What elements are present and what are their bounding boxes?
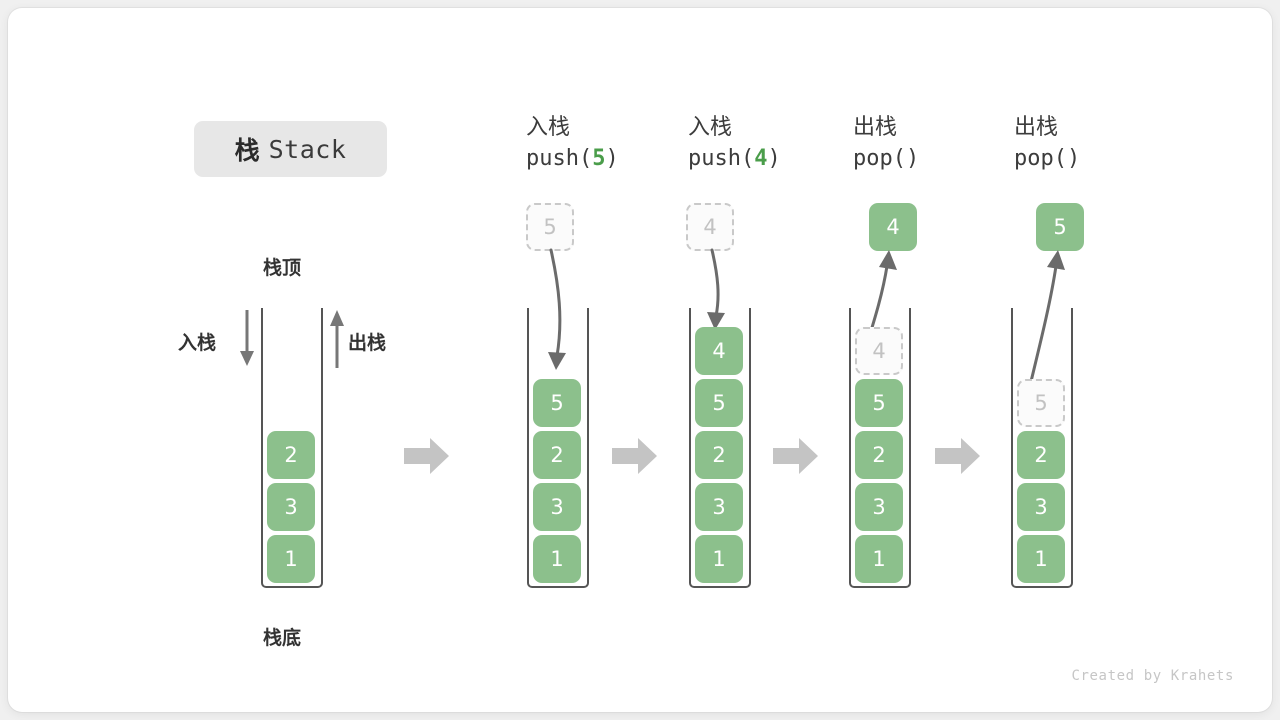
- stack-element: 1: [1017, 535, 1065, 583]
- stack-element: 1: [695, 535, 743, 583]
- floating-element-ghost: 5: [526, 203, 574, 251]
- pop-direction-label: 出栈: [348, 332, 387, 354]
- stack-element: 5: [533, 379, 581, 427]
- diagram-title: 栈 Stack: [194, 121, 387, 177]
- stack-element: 1: [855, 535, 903, 583]
- column-header-push-5: 入栈 push(5): [526, 113, 676, 175]
- flow-arrow-icon: [773, 436, 819, 476]
- diagram-card: 栈 Stack 栈顶 入栈 出栈 2 3 1 栈底: [8, 8, 1272, 712]
- stack-element: 3: [267, 483, 315, 531]
- stack-element: 3: [533, 483, 581, 531]
- stack-bottom-label: 栈底: [263, 627, 302, 649]
- header-operation-label: 出栈: [853, 115, 898, 140]
- credit-text: Created by Krahets: [1071, 668, 1234, 684]
- floating-element-popped: 5: [1036, 203, 1084, 251]
- stack-element: 2: [1017, 431, 1065, 479]
- header-operation-label: 入栈: [688, 115, 733, 140]
- stack-element: 2: [267, 431, 315, 479]
- stack-element: 1: [267, 535, 315, 583]
- stack-top-label: 栈顶: [263, 257, 302, 279]
- stack-element: 2: [695, 431, 743, 479]
- flow-arrow-icon: [935, 436, 981, 476]
- column-header-push-4: 入栈 push(4): [688, 113, 838, 175]
- title-en: Stack: [268, 134, 347, 164]
- push-curve-arrow-icon: [523, 248, 593, 378]
- header-code-label: pop(): [1014, 146, 1081, 171]
- header-code-label: push(4): [688, 146, 781, 171]
- stack-element: 2: [533, 431, 581, 479]
- header-code-label: pop(): [853, 146, 920, 171]
- stack-element: 5: [855, 379, 903, 427]
- stack-container-push-4: [689, 308, 751, 588]
- stack-container-pop-5: [1011, 308, 1073, 588]
- stack-element: 3: [855, 483, 903, 531]
- column-header-pop-5: 出栈 pop(): [1014, 113, 1164, 175]
- column-header-pop-4: 出栈 pop(): [853, 113, 1003, 175]
- floating-element-popped: 4: [869, 203, 917, 251]
- push-curve-arrow-icon: [684, 248, 754, 338]
- flow-arrow-icon: [612, 436, 658, 476]
- pop-arrow-up-icon: [326, 310, 348, 368]
- stack-element: 5: [695, 379, 743, 427]
- header-operation-label: 出栈: [1014, 115, 1059, 140]
- push-arrow-down-icon: [236, 310, 258, 368]
- title-cn: 栈: [234, 136, 260, 165]
- header-operation-label: 入栈: [526, 115, 571, 140]
- floating-element-ghost: 4: [686, 203, 734, 251]
- push-direction-label: 入栈: [178, 332, 217, 354]
- stack-container-initial: [261, 308, 323, 588]
- flow-arrow-icon: [404, 436, 450, 476]
- stack-element: 2: [855, 431, 903, 479]
- stack-element: 3: [695, 483, 743, 531]
- stack-element-ghost: 4: [855, 327, 903, 375]
- stack-element: 4: [695, 327, 743, 375]
- stack-container-pop-4: [849, 308, 911, 588]
- stack-element-ghost: 5: [1017, 379, 1065, 427]
- header-code-label: push(5): [526, 146, 619, 171]
- stack-container-push-5: [527, 308, 589, 588]
- stack-element: 1: [533, 535, 581, 583]
- stack-element: 3: [1017, 483, 1065, 531]
